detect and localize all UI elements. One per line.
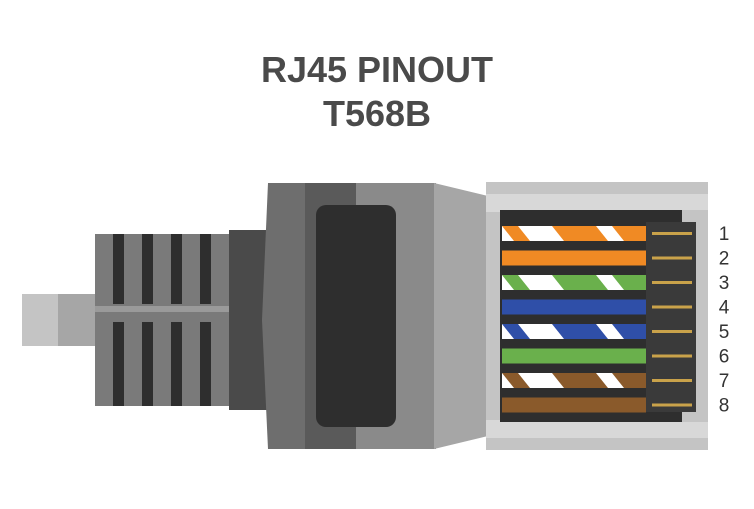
pin-number-label: 6 xyxy=(719,347,730,368)
wire-pin-1 xyxy=(502,226,646,241)
wire-pin-7 xyxy=(502,373,646,388)
wire-stripe xyxy=(502,226,530,241)
pin-number-label: 4 xyxy=(719,298,730,319)
wire-pin-5 xyxy=(502,324,646,339)
strain-relief-boot xyxy=(95,230,269,410)
diagram-subtitle: T568B xyxy=(322,93,432,134)
wire-solid xyxy=(502,397,646,413)
wire-pin-2 xyxy=(502,250,646,266)
gold-contact-pin-7 xyxy=(652,379,692,382)
gold-contact-pin-5 xyxy=(652,330,692,333)
pin-number-label: 1 xyxy=(719,224,730,245)
wire-stripe xyxy=(612,226,646,241)
gold-contact-pin-6 xyxy=(652,354,692,358)
wire-stripe xyxy=(502,324,530,339)
contact-group xyxy=(652,232,692,407)
wire-pin-6 xyxy=(502,348,646,364)
wire-stripe xyxy=(612,373,646,388)
housing-taper xyxy=(434,183,488,449)
gold-contact-pin-4 xyxy=(652,305,692,309)
boot-band-highlight xyxy=(95,306,243,312)
wire-stripe xyxy=(502,275,530,290)
gold-contact-pin-8 xyxy=(652,403,692,407)
contact-block xyxy=(646,222,696,412)
locking-tab-window xyxy=(316,205,396,427)
wire-stripe xyxy=(552,275,608,290)
pin-number-label: 5 xyxy=(719,322,730,343)
pin-number-label: 3 xyxy=(719,273,730,294)
nose-bottom-edge xyxy=(486,420,708,438)
gold-contact-pin-2 xyxy=(652,256,692,260)
wire-group xyxy=(502,226,646,413)
wire-stripe xyxy=(552,324,608,339)
wire-solid xyxy=(502,299,646,315)
cable-jacket xyxy=(58,294,98,346)
wire-stripe xyxy=(552,226,608,241)
wire-stripe xyxy=(502,373,530,388)
wire-stripe xyxy=(612,275,646,290)
gold-contact-pin-1 xyxy=(652,232,692,235)
wire-stripe xyxy=(552,373,608,388)
plug-housing xyxy=(262,182,708,450)
wire-stripe xyxy=(612,324,646,339)
wire-pin-8 xyxy=(502,397,646,413)
cable-jacket-tip xyxy=(22,294,60,346)
pin-number-label: 2 xyxy=(719,249,730,270)
wire-solid xyxy=(502,348,646,364)
wire-solid xyxy=(502,250,646,266)
nose-top-edge xyxy=(486,194,708,212)
pin-label-group: 1 2 3 4 5 6 7 8 xyxy=(719,224,730,417)
pin-number-label: 7 xyxy=(719,371,730,392)
wire-pin-3 xyxy=(502,275,646,290)
housing-rear xyxy=(262,183,306,449)
wire-pin-4 xyxy=(502,299,646,315)
pin-number-label: 8 xyxy=(719,396,730,417)
gold-contact-pin-3 xyxy=(652,281,692,284)
diagram-title: RJ45 PINOUT xyxy=(260,49,494,90)
